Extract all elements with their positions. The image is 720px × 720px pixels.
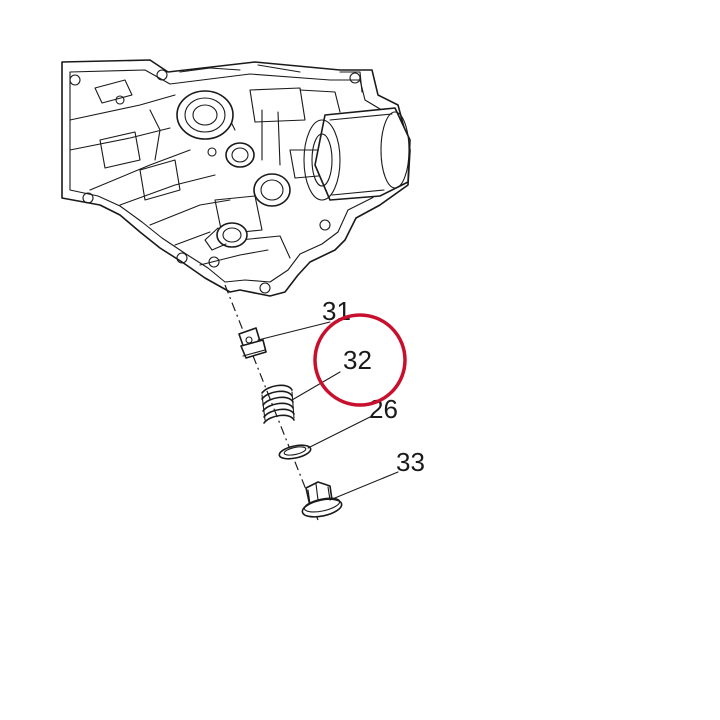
- leader-31: [257, 321, 331, 341]
- leader-33: [329, 471, 399, 501]
- leader-lines: [257, 321, 399, 501]
- part-32-spring: [261, 384, 295, 424]
- leader-32: [291, 371, 341, 401]
- highlight-circle: [313, 313, 407, 407]
- part-26-washer: [278, 444, 312, 460]
- leader-26: [307, 415, 373, 449]
- part-31-plunger: [238, 327, 267, 359]
- assembly-centerline: [224, 284, 319, 521]
- part-33-plug: [301, 481, 343, 518]
- crankcase-housing: [61, 59, 411, 297]
- callout-33: 33: [396, 447, 425, 477]
- callout-32: 32: [343, 345, 372, 375]
